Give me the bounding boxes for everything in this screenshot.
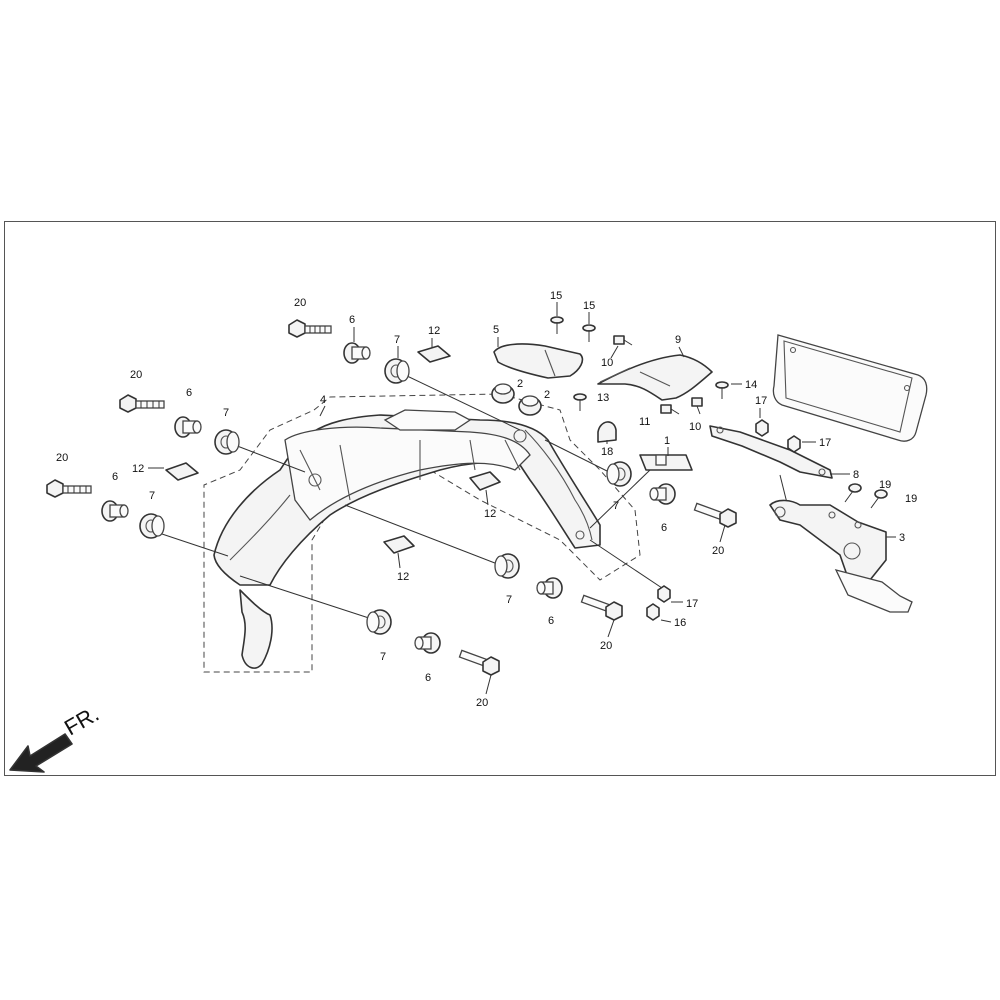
reflector-part-1	[639, 454, 693, 471]
callout-7: 7	[506, 594, 512, 606]
grommet-7-group	[139, 358, 632, 635]
bolt-20-right	[693, 502, 737, 528]
callout-5: 5	[493, 324, 499, 336]
nut-group	[646, 419, 801, 621]
callout-13: 13	[597, 392, 609, 404]
callout-14: 14	[745, 379, 757, 391]
callout-12: 12	[132, 463, 144, 475]
callout-20: 20	[600, 640, 612, 652]
rear-frame-part-4	[213, 409, 601, 669]
callout-19: 19	[905, 493, 917, 505]
callout-19: 19	[879, 479, 891, 491]
callout-15: 15	[550, 290, 562, 302]
callout-12: 12	[397, 571, 409, 583]
callout-8: 8	[853, 469, 859, 481]
callout-12: 12	[428, 325, 440, 337]
bolt-19-pair	[844, 483, 888, 509]
callout-7: 7	[149, 490, 155, 502]
callout-16: 16	[674, 617, 686, 629]
callout-6: 6	[661, 522, 667, 534]
license-plate	[772, 334, 928, 442]
callout-20: 20	[712, 545, 724, 557]
callout-20: 20	[130, 369, 142, 381]
clip-12-group	[165, 345, 617, 554]
callout-10: 10	[601, 357, 613, 369]
front-direction-label: FR.	[60, 701, 103, 740]
callout-2: 2	[517, 378, 523, 390]
callout-17: 17	[819, 437, 831, 449]
callout-10: 10	[689, 421, 701, 433]
callout-17: 17	[755, 395, 767, 407]
callout-6: 6	[349, 314, 355, 326]
callout-labels: 20 6 7 12 5 15 15 10 9 2 2 13 14 17 11 1…	[56, 290, 917, 709]
collar-6-group	[101, 342, 676, 654]
front-direction-arrow	[9, 733, 73, 773]
bolt-20-mid-left	[119, 394, 165, 413]
callout-20: 20	[56, 452, 68, 464]
callout-18: 18	[601, 446, 613, 458]
callout-7: 7	[380, 651, 386, 663]
bolt-20-bottom	[458, 649, 500, 676]
callout-6: 6	[425, 672, 431, 684]
callout-11: 11	[639, 416, 650, 428]
rubber-cap-2-pair	[491, 383, 542, 416]
callout-4: 4	[320, 394, 326, 406]
diagram-frame	[4, 221, 996, 776]
callout-6: 6	[186, 387, 192, 399]
callout-2: 2	[544, 389, 550, 401]
bolt-20-low-left	[46, 479, 92, 498]
callout-17: 17	[686, 598, 698, 610]
cover-part-5	[493, 343, 584, 379]
bar-part-8	[709, 425, 833, 479]
screw-group	[550, 316, 729, 415]
callout-ticks	[148, 302, 896, 695]
callout-20: 20	[476, 697, 488, 709]
callout-9: 9	[675, 334, 681, 346]
callout-20: 20	[294, 297, 306, 309]
callout-7: 7	[223, 407, 229, 419]
callout-7: 7	[613, 500, 619, 512]
callout-6: 6	[548, 615, 554, 627]
callout-7: 7	[394, 334, 400, 346]
callout-6: 6	[112, 471, 118, 483]
bracket-part-3	[769, 499, 913, 613]
callout-15: 15	[583, 300, 595, 312]
bolt-20-center	[580, 594, 623, 621]
callout-3: 3	[899, 532, 905, 544]
bracket-part-9	[597, 354, 713, 401]
bolt-20-top	[288, 319, 332, 338]
callout-12: 12	[484, 508, 496, 520]
callout-1: 1	[664, 435, 670, 447]
